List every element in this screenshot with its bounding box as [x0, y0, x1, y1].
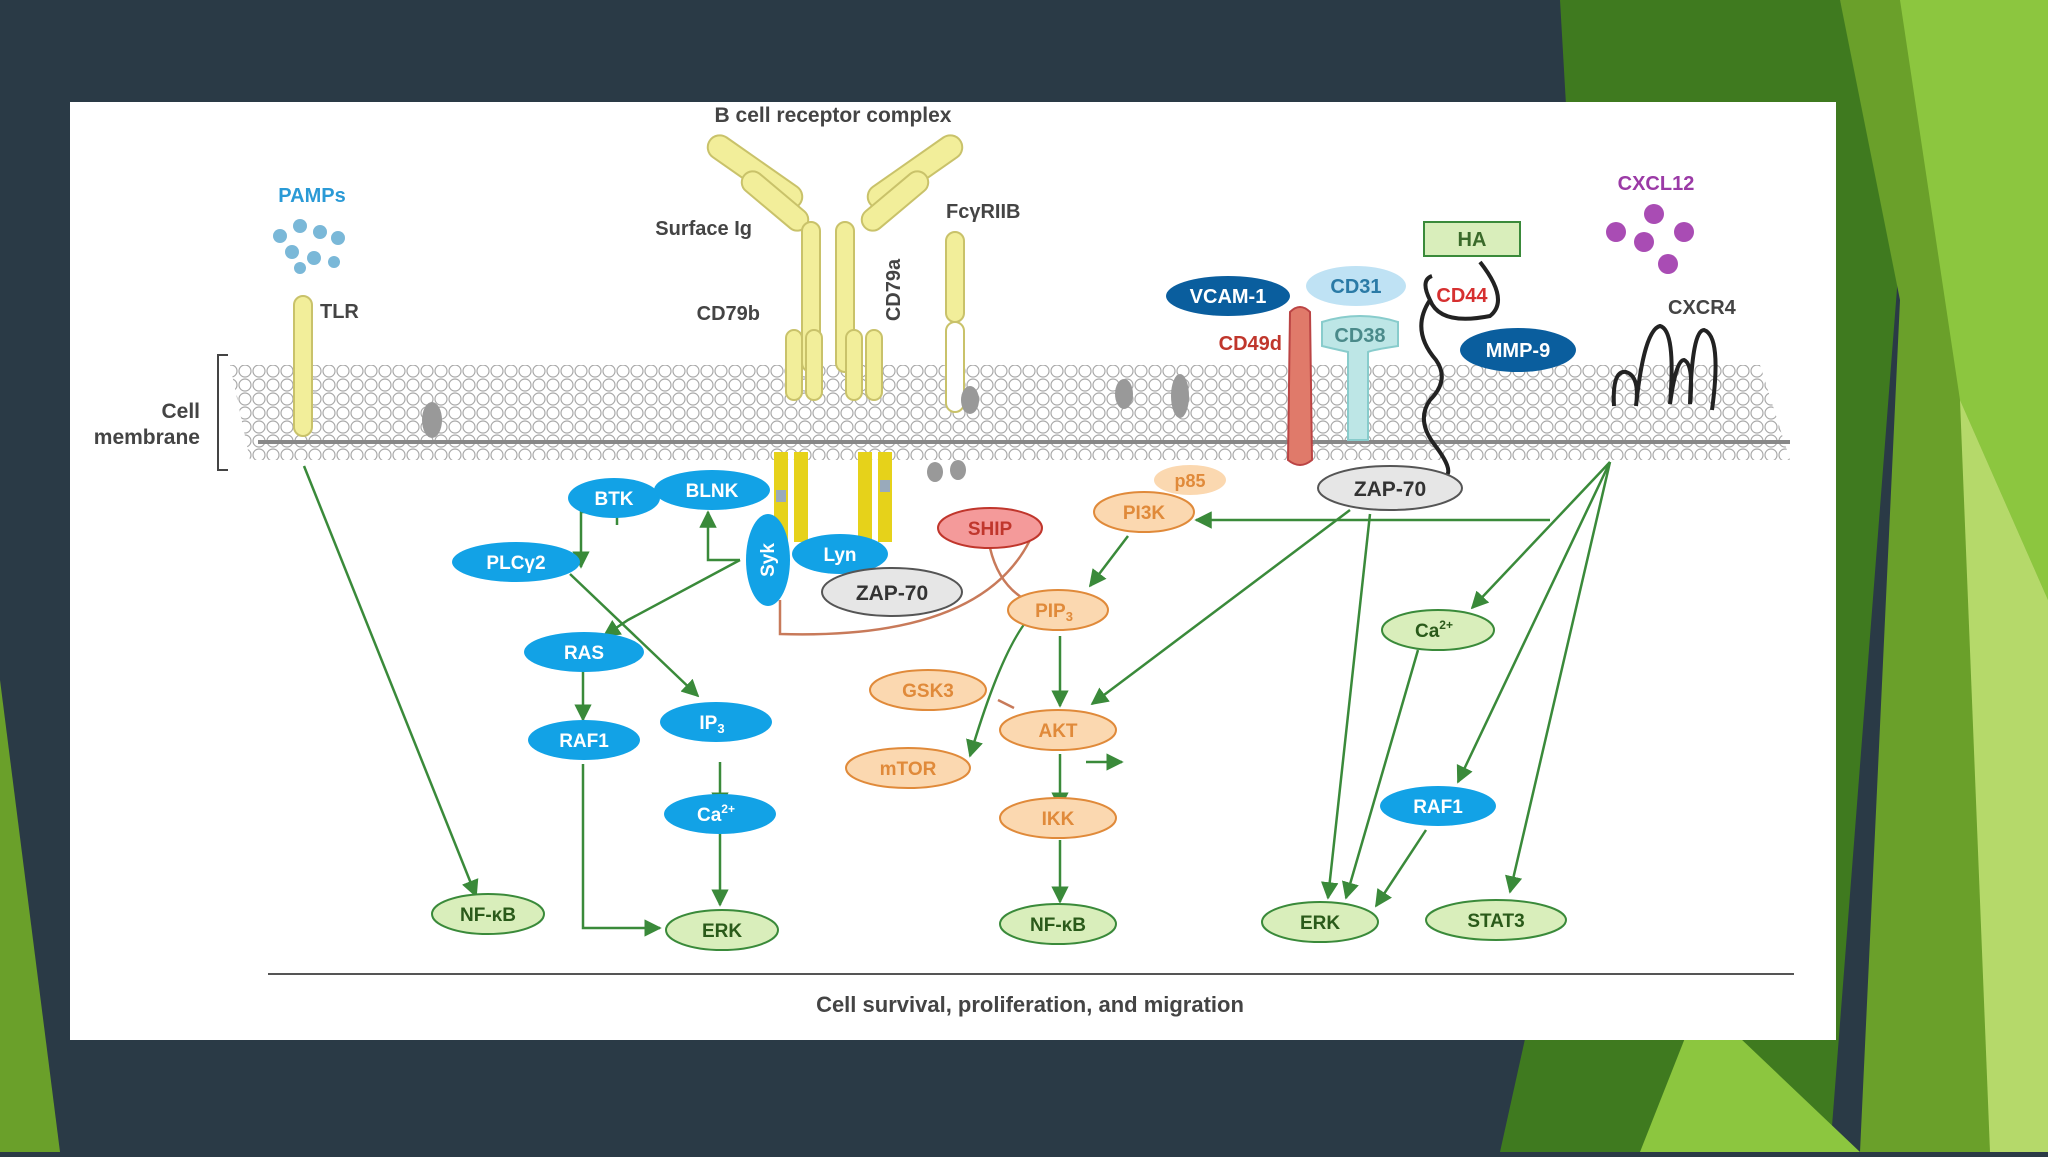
ip3-label: IP3 [699, 713, 724, 736]
surface-ig-label: Surface Ig [655, 218, 752, 240]
tlr-label: TLR [320, 301, 359, 323]
node-raf1-right: RAF1 [1380, 786, 1496, 826]
node-zap70-left: ZAP-70 [821, 567, 963, 617]
pathway-arrows [302, 461, 1612, 937]
vcam1-label: VCAM-1 [1190, 286, 1267, 308]
ip3-subscript: 3 [717, 721, 724, 736]
ca-left-text: Ca [697, 805, 722, 826]
node-ip3: IP3 [660, 702, 772, 742]
cd44-receptor [1419, 260, 1500, 478]
node-ca-left: Ca2+ [664, 794, 776, 834]
cd49d-receptor [1286, 306, 1314, 466]
ship-label: SHIP [968, 519, 1013, 540]
ca-right-text: Ca [1415, 621, 1440, 642]
node-erk-right: ERK [1261, 901, 1379, 943]
ca-left-label: Ca2+ [697, 802, 735, 826]
raf1-left-label: RAF1 [559, 731, 609, 752]
node-lyn: Lyn [792, 534, 888, 574]
mmp9-label: MMP-9 [1486, 340, 1550, 362]
ikk-label: IKK [1042, 809, 1075, 830]
fcgriib-receptor [945, 231, 979, 414]
cd31-label: CD31 [1330, 276, 1381, 298]
node-pip3: PIP3 [1007, 589, 1109, 631]
node-syk: Syk [746, 514, 790, 606]
ca-left-superscript: 2+ [721, 802, 735, 816]
node-gsk3: GSK3 [869, 669, 987, 711]
node-btk: BTK [568, 478, 660, 518]
cd79b-label: CD79b [697, 303, 760, 325]
ha-label: HA [1458, 229, 1487, 251]
ca-right-label: Ca2+ [1415, 618, 1453, 642]
node-plcg2: PLCγ2 [452, 542, 580, 582]
syk-label: Syk [758, 543, 779, 577]
cd38-label: CD38 [1334, 325, 1385, 347]
node-p85: p85 [1154, 465, 1226, 495]
fcgriib-label: FcγRIIB [946, 201, 1020, 223]
ip3-text: IP [699, 713, 717, 734]
node-akt: AKT [999, 709, 1117, 751]
cxcl12-icon [1606, 204, 1694, 274]
raf1-right-label: RAF1 [1413, 797, 1463, 818]
tlr-receptor [293, 295, 313, 437]
cd49d-label: CD49d [1219, 333, 1282, 355]
membrane-proteins [422, 374, 1189, 482]
plcg2-label: PLCγ2 [486, 553, 545, 574]
erk-left-label: ERK [702, 921, 742, 942]
ha-box [1423, 221, 1521, 257]
bcr-complex-label-text: B cell receptor complex [715, 104, 952, 127]
vcam1-node [1166, 276, 1290, 316]
footer-caption: Cell survival, proliferation, and migrat… [816, 992, 1244, 1017]
btk-label: BTK [594, 489, 633, 510]
node-mtor: mTOR [845, 747, 971, 789]
cd31-node [1306, 266, 1406, 306]
cell-membrane [217, 354, 1790, 471]
node-erk-left: ERK [665, 909, 779, 951]
akt-label: AKT [1038, 721, 1077, 742]
node-ship: SHIP [937, 507, 1043, 549]
mtor-label: mTOR [880, 759, 937, 780]
lyn-label: Lyn [823, 545, 856, 566]
node-pi3k: PI3K [1093, 491, 1195, 533]
node-blnk: BLNK [654, 470, 770, 510]
itam-tails [774, 452, 892, 542]
pip3-label: PIP3 [1035, 601, 1073, 624]
ca-right-superscript: 2+ [1439, 618, 1453, 632]
pip3-subscript: 3 [1066, 609, 1073, 624]
erk-right-label: ERK [1300, 913, 1340, 934]
pip3-text: PIP [1035, 601, 1066, 622]
node-stat3: STAT3 [1425, 899, 1567, 941]
cd79a-label: CD79a [883, 258, 905, 321]
pamps-label: PAMPs [278, 185, 345, 207]
membrane-label-line1: Cell [161, 400, 200, 423]
p85-label: p85 [1174, 471, 1205, 491]
membrane-label-line2: membrane [94, 426, 200, 449]
mmp9-node [1460, 328, 1576, 372]
ras-label: RAS [564, 643, 604, 664]
nfkb-left-label: NF-κB [460, 905, 516, 926]
node-ca-right: Ca2+ [1381, 609, 1495, 651]
blnk-label: BLNK [686, 481, 739, 502]
zap70-right-label: ZAP-70 [1354, 478, 1426, 501]
cxcr4-label: CXCR4 [1668, 297, 1737, 319]
cd38-receptor [1321, 315, 1399, 441]
node-nfkb-mid: NF-κB [999, 903, 1117, 945]
pamps-icon [273, 219, 345, 274]
cd44-label: CD44 [1436, 285, 1488, 307]
cxcr4-receptor [1611, 323, 1718, 411]
node-zap70-right: ZAP-70 [1317, 465, 1463, 511]
node-ikk: IKK [999, 797, 1117, 839]
bcr-complex-label: B cell receptor complex [715, 104, 952, 127]
cd79-chains [785, 329, 883, 401]
node-raf1-left: RAF1 [528, 720, 640, 760]
pi3k-label: PI3K [1123, 503, 1166, 524]
node-nfkb-left: NF-κB [431, 893, 545, 935]
nfkb-mid-label: NF-κB [1030, 915, 1086, 936]
stat3-label: STAT3 [1467, 911, 1524, 932]
cxcl12-label: CXCL12 [1618, 173, 1695, 195]
zap70-left-label: ZAP-70 [856, 582, 928, 605]
gsk3-label: GSK3 [902, 681, 954, 702]
node-ras: RAS [524, 632, 644, 672]
